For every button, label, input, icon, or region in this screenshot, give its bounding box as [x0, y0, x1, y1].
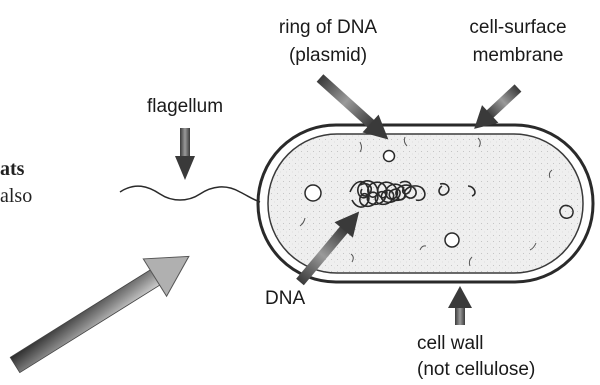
label-not-cellulose: (not cellulose)	[417, 358, 535, 381]
cropped-text-line2: also	[0, 184, 32, 208]
label-cell-surface: cell-surface	[448, 16, 588, 39]
flagellum-arrow	[175, 128, 195, 180]
cell-surface-membrane	[268, 134, 583, 273]
label-dna: DNA	[265, 287, 305, 310]
flagellum	[120, 186, 260, 202]
label-cell-wall: cell wall	[417, 332, 484, 355]
label-membrane: membrane	[448, 44, 588, 67]
plasmid-bottom	[445, 233, 459, 247]
label-plasmid: (plasmid)	[258, 44, 398, 67]
label-ring-of-dna: ring of DNA	[258, 16, 398, 39]
large-pointer-arrow	[3, 238, 200, 384]
plasmid-top	[384, 151, 395, 162]
cropped-text-line1: ats	[0, 157, 24, 181]
cell-wall-arrow	[448, 286, 472, 325]
plasmid-left	[305, 185, 321, 201]
label-flagellum: flagellum	[147, 95, 223, 118]
